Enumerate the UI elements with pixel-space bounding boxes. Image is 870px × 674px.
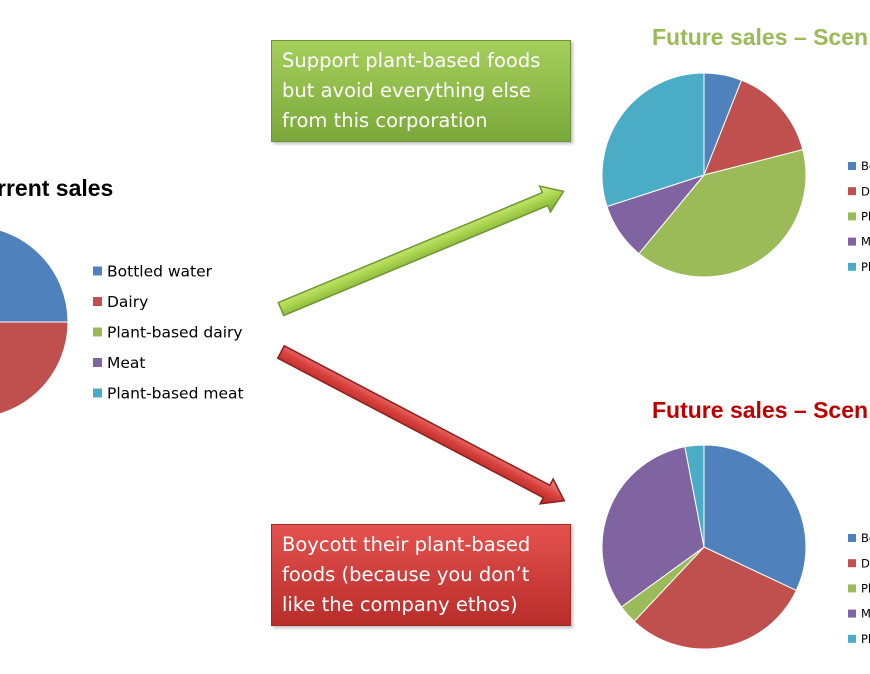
legend-swatch-dairy [848,187,856,196]
legend-swatch-dairy [93,297,102,306]
pie-future-scenario-1 [601,72,807,278]
pie-slice-plant-based-meat [601,72,705,208]
pie-slice-meat [601,446,705,608]
legend-label-dairy: Dairy [107,293,148,311]
legend-future-scenario-1: BoDaPlMPl [848,159,870,274]
chart-title-future-1: Future sales – Scen [652,24,868,50]
chart-title-current: rrent sales [0,175,113,201]
legend-label-plant-based-meat: Plant-based meat [107,385,244,403]
legend-label-plant-based-dairy: Pl [861,582,870,596]
legend-swatch-bottled-water [848,162,856,170]
chart-future-scenario-2: Future sales – Scen BoDaPlMPl [601,397,870,650]
chart-title-future-2: Future sales – Scen [652,397,868,423]
pie-current-sales [0,229,69,415]
callout-support-text: Support plant-based foods but avoid ever… [282,49,541,132]
legend-swatch-meat [848,237,856,246]
callout-boycott-plant-based: Boycott their plant-based foods (because… [271,524,571,626]
legend-swatch-plant-based-dairy [848,212,856,221]
callout-support-plant-based: Support plant-based foods but avoid ever… [271,40,571,142]
legend-label-plant-based-meat: Pl [861,632,870,646]
legend-label-dairy: Da [861,184,870,198]
legend-label-plant-based-dairy: Plant-based dairy [107,324,243,342]
pie-slice-plant-based-dairy [638,149,807,278]
chart-future-scenario-1: Future sales – Scen BoDaPlMPl [601,24,870,278]
legend-label-bottled-water: Bo [861,159,870,173]
pie-slice-dairy [0,321,69,415]
legend-swatch-plant-based-meat [93,388,102,398]
callout-boycott-text: Boycott their plant-based foods (because… [282,533,531,616]
legend-label-meat: M [861,235,870,249]
red-arrow [276,344,566,505]
legend-swatch-plant-based-dairy [848,584,856,593]
legend-swatch-plant-based-meat [848,262,856,271]
pie-slice-dairy [633,546,797,650]
legend-label-meat: M [861,607,870,621]
pie-slice-bottled-water [0,229,69,323]
legend-swatch-dairy [848,559,856,568]
pie-slice-bottled-water [703,444,807,592]
legend-swatch-bottled-water [93,266,102,276]
legend-label-bottled-water: Bo [861,531,870,545]
legend-swatch-meat [848,609,856,618]
legend-swatch-plant-based-meat [848,634,856,643]
chart-current-sales: rrent sales Bottled waterDairyPlant-base… [0,175,244,415]
legend-label-bottled-water: Bottled water [107,263,213,281]
legend-label-meat: Meat [107,354,146,372]
pie-future-scenario-2 [601,444,807,650]
legend-label-plant-based-meat: Pl [861,260,870,274]
legend-swatch-bottled-water [848,534,856,542]
pie-slice-plant-based-meat [684,444,705,548]
legend-label-dairy: Da [861,556,870,570]
legend-swatch-meat [93,358,102,367]
green-arrow [277,185,565,317]
legend-swatch-plant-based-dairy [93,327,102,337]
legend-future-scenario-2: BoDaPlMPl [848,531,870,646]
pie-slice-dairy [703,79,804,176]
legend-label-plant-based-dairy: Pl [861,210,870,224]
